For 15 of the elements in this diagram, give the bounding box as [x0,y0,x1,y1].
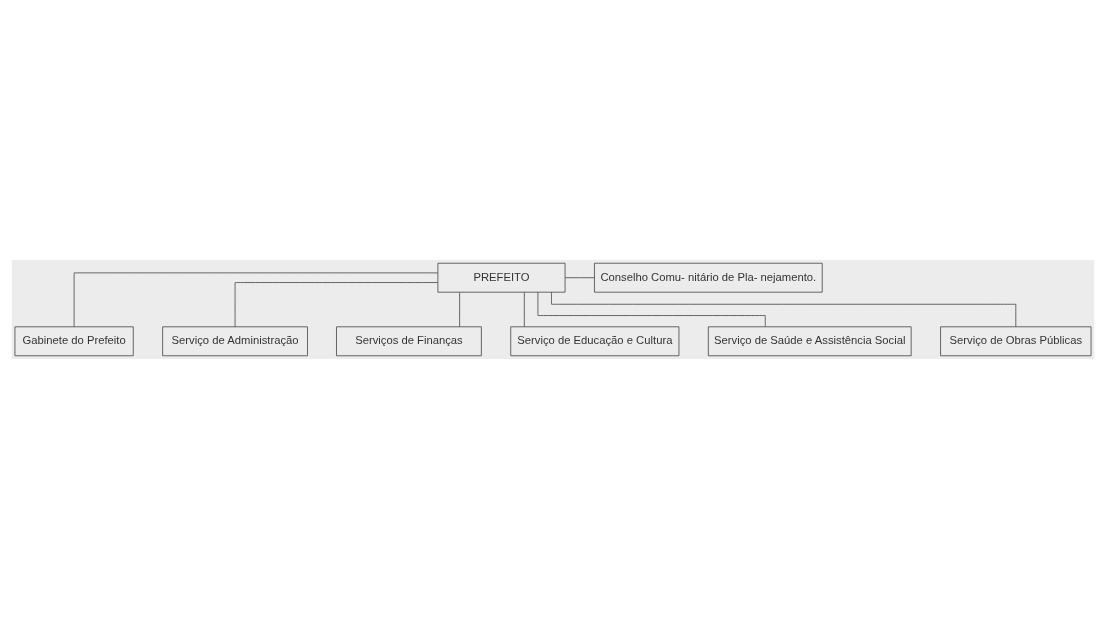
node-box: Serviço de Obras Públicas [940,326,1092,357]
connector [73,272,439,328]
node-box: Serviço de Educação e Cultura [510,326,680,357]
node-box: Serviço de Administração [162,326,308,357]
node-box: Serviços de Finanças [336,326,482,357]
connector [537,291,766,327]
node-box: Gabinete do Prefeito [14,326,134,357]
connector [459,292,461,328]
connector [523,292,525,328]
node-box: PREFEITO [437,262,566,293]
connector [234,282,439,328]
node-box: Serviço de Saúde e Assistência Social [707,326,912,357]
connector [551,291,1017,328]
connector [564,277,595,279]
node-box: Conselho Comu- nitário de Pla- nejamento. [594,262,823,293]
